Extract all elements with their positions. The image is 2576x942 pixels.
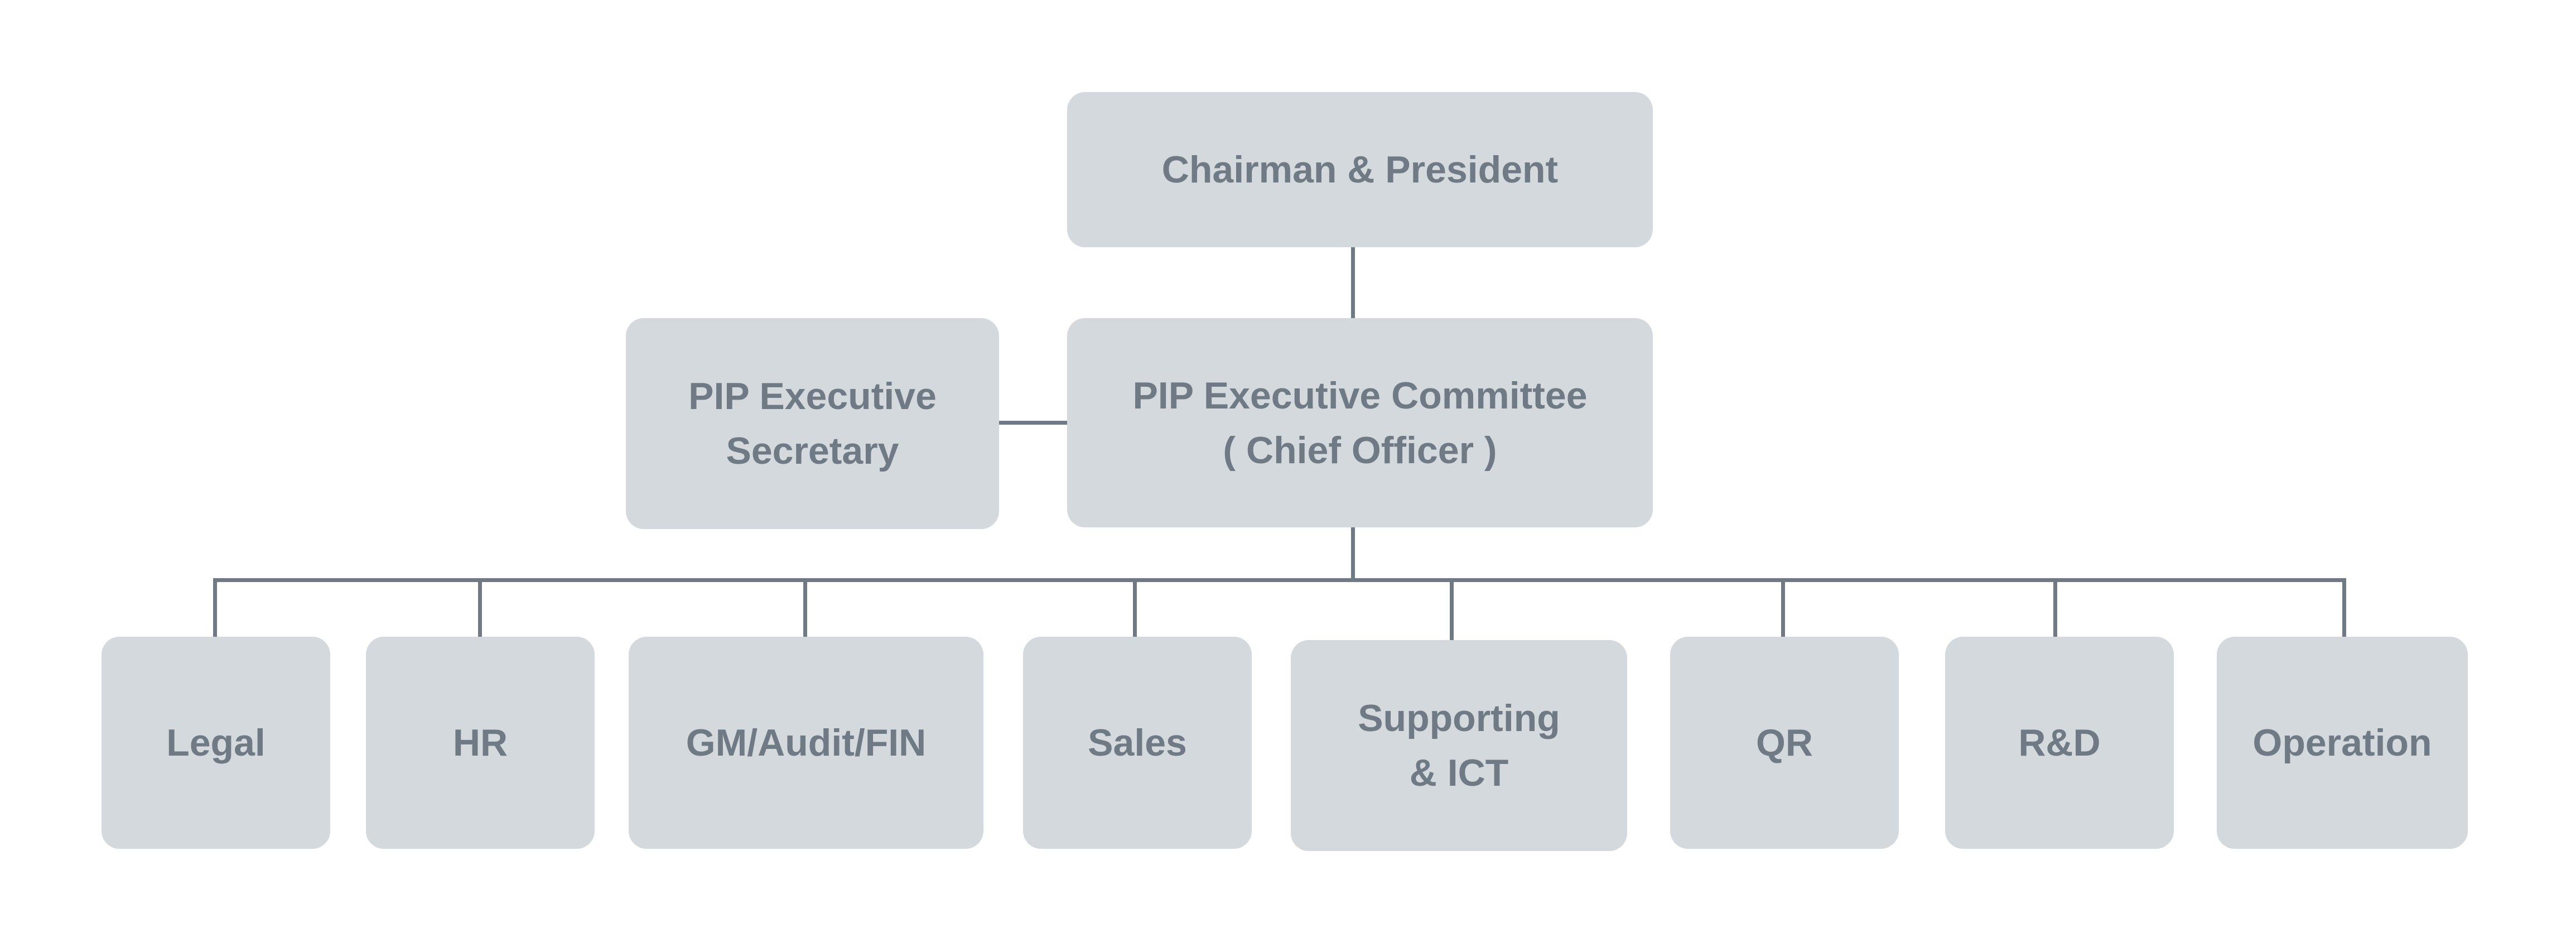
box-chairman-president: Chairman & President <box>1067 92 1653 247</box>
connector-top-to-committee <box>1351 247 1355 318</box>
connector-drop-legal <box>213 578 217 637</box>
box-department-rnd: R&D <box>1945 637 2174 849</box>
connector-committee-down <box>1351 527 1355 581</box>
box-department-legal: Legal <box>102 637 330 849</box>
box-department-qr: QR <box>1670 637 1899 849</box>
box-label: R&D <box>2018 722 2101 764</box>
box-executive-secretary: PIP Executive Secretary <box>626 318 999 529</box>
box-label: QR <box>1756 722 1813 764</box>
connector-secretary-to-committee <box>999 421 1067 425</box>
box-label: PIP Executive Committee ( Chief Officer … <box>1132 374 1588 472</box>
box-executive-committee: PIP Executive Committee ( Chief Officer … <box>1067 318 1653 527</box>
connector-drop-gm-audit-fin <box>803 578 807 637</box>
box-department-hr: HR <box>366 637 595 849</box>
box-label: HR <box>452 722 508 764</box>
box-label: Chairman & President <box>1161 148 1559 191</box>
box-department-supporting-ict: Supporting & ICT <box>1291 640 1627 851</box>
connector-drop-sales <box>1133 578 1137 637</box>
connector-drop-supporting-ict <box>1450 578 1454 640</box>
box-department-gm-audit-fin: GM/Audit/FIN <box>629 637 983 849</box>
box-label: GM/Audit/FIN <box>686 722 927 764</box>
box-label: Legal <box>166 722 266 764</box>
connector-drop-qr <box>1781 578 1785 637</box>
box-label: PIP Executive Secretary <box>688 375 937 472</box>
connector-drop-rnd <box>2053 578 2057 637</box>
box-label: Sales <box>1088 722 1187 764</box>
box-department-sales: Sales <box>1023 637 1252 849</box>
connector-horizontal-bus <box>213 578 2346 582</box>
connector-drop-operation <box>2342 578 2346 637</box>
box-department-operation: Operation <box>2217 637 2468 849</box>
box-label: Operation <box>2252 722 2432 764</box>
box-label: Supporting & ICT <box>1358 697 1560 794</box>
connector-drop-hr <box>478 578 482 637</box>
